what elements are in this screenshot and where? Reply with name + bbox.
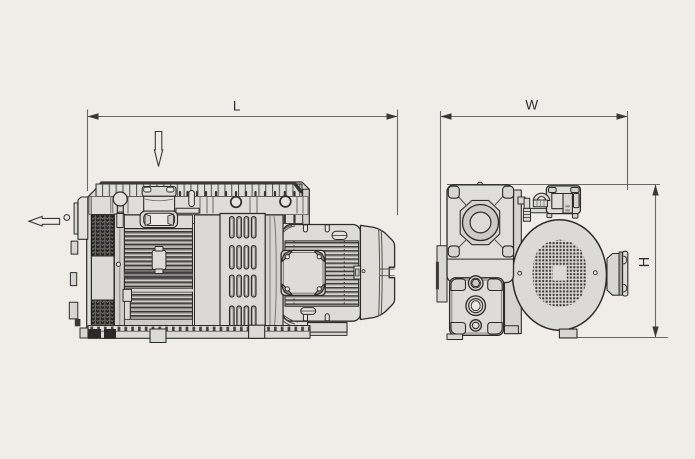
svg-text:W: W <box>525 98 538 113</box>
svg-text:L: L <box>233 99 241 114</box>
svg-text:H: H <box>637 257 653 267</box>
